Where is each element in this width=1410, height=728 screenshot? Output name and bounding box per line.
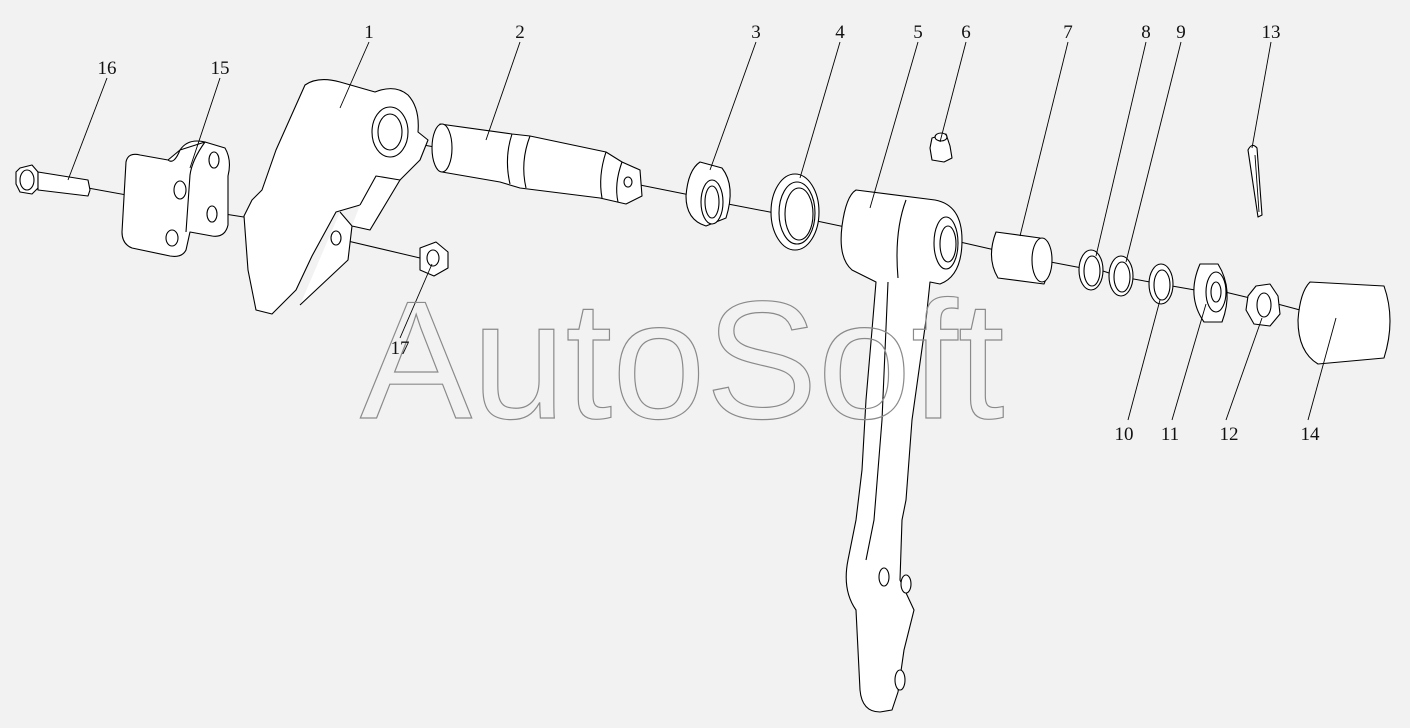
callout-5: 5 bbox=[913, 22, 923, 43]
callout-17: 17 bbox=[391, 338, 410, 359]
part-8-ring bbox=[1078, 249, 1104, 291]
callout-9: 9 bbox=[1176, 22, 1186, 43]
watermark-text: AutoSoft bbox=[360, 266, 1004, 454]
callout-numbers: 1 2 3 4 5 6 7 8 9 10 11 12 13 14 15 16 1… bbox=[98, 22, 1321, 445]
callout-15: 15 bbox=[211, 58, 230, 79]
callout-6: 6 bbox=[961, 22, 971, 43]
callout-7: 7 bbox=[1063, 22, 1073, 43]
part-13-cotter-pin bbox=[1247, 144, 1263, 218]
callout-10: 10 bbox=[1115, 424, 1134, 445]
callout-8: 8 bbox=[1141, 22, 1151, 43]
part-16-bolt bbox=[15, 164, 91, 197]
callout-4: 4 bbox=[835, 22, 845, 43]
part-1-main-bracket bbox=[243, 79, 429, 315]
callout-13: 13 bbox=[1262, 22, 1281, 43]
part-14-cap bbox=[1297, 281, 1391, 365]
part-2-shaft bbox=[431, 123, 643, 205]
part-5-lever-arm bbox=[840, 189, 963, 713]
part-10-ring bbox=[1148, 263, 1174, 305]
callout-14: 14 bbox=[1301, 424, 1321, 445]
part-4-seal bbox=[770, 173, 820, 251]
callout-3: 3 bbox=[751, 22, 761, 43]
part-17-nut bbox=[419, 241, 449, 277]
part-9-ring bbox=[1108, 255, 1134, 297]
part-15-bracket bbox=[121, 140, 231, 257]
callout-11: 11 bbox=[1161, 424, 1179, 445]
leader-lines bbox=[67, 41, 1337, 421]
callout-12: 12 bbox=[1220, 424, 1239, 445]
callout-1: 1 bbox=[364, 22, 374, 43]
part-12-castle-nut bbox=[1245, 283, 1281, 327]
part-7-sleeve bbox=[990, 231, 1053, 285]
part-11-washer bbox=[1193, 263, 1228, 323]
callout-16: 16 bbox=[98, 58, 117, 79]
part-3-bushing bbox=[685, 161, 731, 227]
callout-2: 2 bbox=[515, 22, 525, 43]
